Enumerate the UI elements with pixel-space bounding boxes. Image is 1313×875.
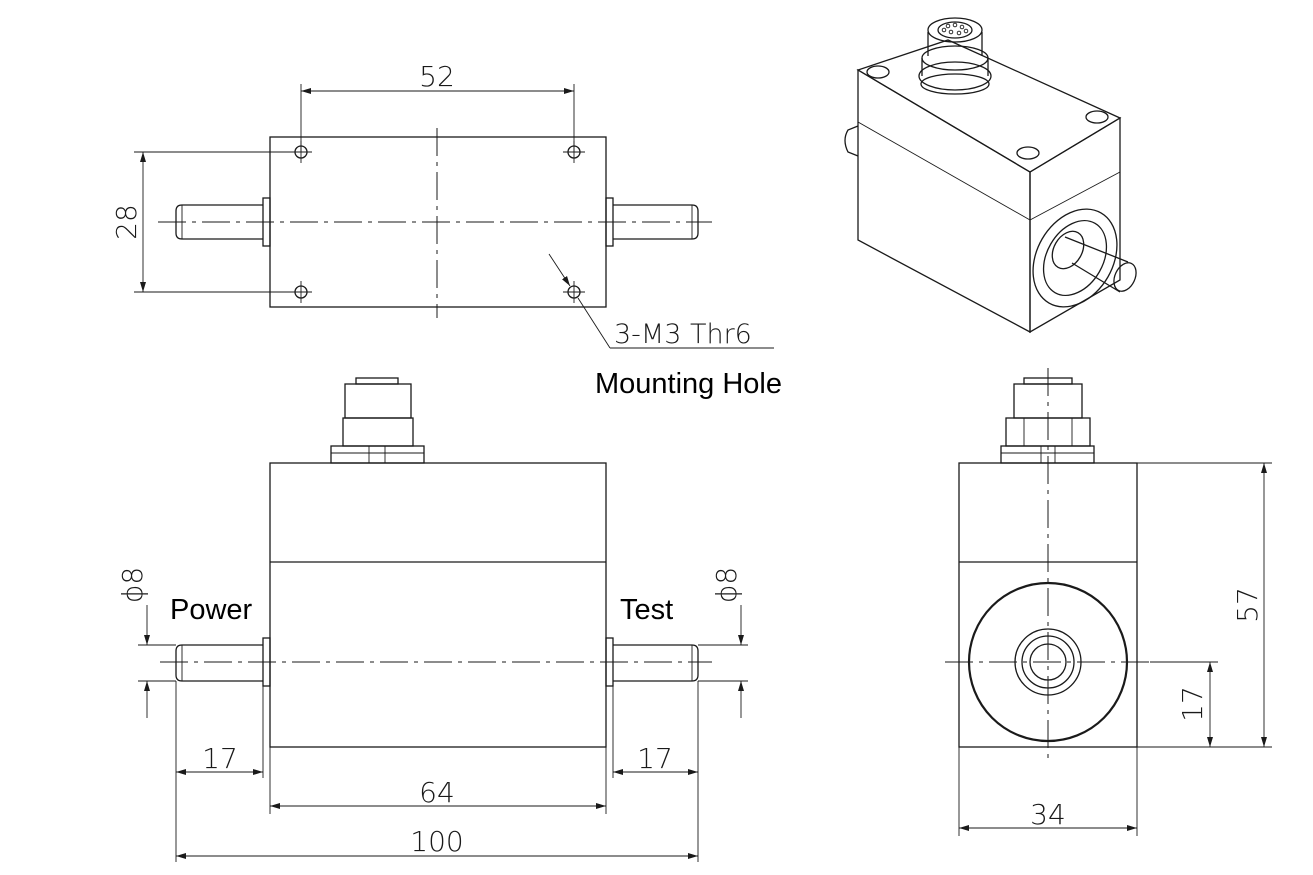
dim-shaft-len-right: 17 bbox=[612, 681, 699, 862]
dim-shaft-dia-left: ϕ8 bbox=[116, 567, 176, 718]
mounting-hole-bottom-right bbox=[563, 281, 585, 303]
dim-overall-length: 100 bbox=[176, 825, 698, 859]
dim-shaft-len-left: 17 bbox=[175, 681, 264, 862]
dim-end-width: 34 bbox=[958, 747, 1138, 836]
dim-shaft-dia-right: ϕ8 bbox=[698, 567, 748, 718]
end-view: 34 57 17 bbox=[945, 368, 1272, 836]
dim-top-width: 28 bbox=[110, 151, 301, 293]
dim-28-text: 28 bbox=[110, 204, 143, 240]
shaft-len-left-text: 17 bbox=[202, 742, 238, 775]
body-length-text: 64 bbox=[419, 776, 455, 809]
front-view: Power Test ϕ8 ϕ8 17 64 bbox=[116, 377, 748, 862]
dim-52-text: 52 bbox=[419, 60, 455, 93]
power-label: Power bbox=[170, 594, 253, 626]
dia-right-text: ϕ8 bbox=[710, 567, 743, 603]
test-label: Test bbox=[620, 594, 673, 626]
dim-shaft-center-height: 17 bbox=[1150, 661, 1218, 747]
iso-left-face bbox=[857, 68, 1031, 334]
iso-right-face bbox=[1029, 116, 1121, 334]
top-view: 52 28 3-M3 Thr6 Mounting Hole bbox=[110, 60, 782, 400]
dim-top-hole-spacing: 52 bbox=[300, 60, 575, 152]
iso-shaft bbox=[1032, 208, 1137, 308]
shaft-center-height-text: 17 bbox=[1176, 686, 1209, 722]
iso-top-face bbox=[856, 39, 1122, 173]
mounting-hole-label: Mounting Hole bbox=[595, 368, 782, 400]
front-view-connector bbox=[330, 377, 425, 464]
dim-end-height: 57 bbox=[1137, 462, 1272, 748]
dim-body-length: 64 bbox=[269, 747, 607, 814]
end-width-text: 34 bbox=[1030, 798, 1066, 831]
overall-length-text: 100 bbox=[410, 825, 463, 858]
dia-left-text: ϕ8 bbox=[116, 567, 149, 603]
end-height-text: 57 bbox=[1231, 587, 1264, 623]
hole-leader: 3-M3 Thr6 Mounting Hole bbox=[548, 253, 782, 400]
iso-connector bbox=[918, 17, 992, 95]
hole-spec-text: 3-M3 Thr6 bbox=[614, 319, 752, 350]
front-view-body bbox=[269, 462, 607, 748]
shaft-len-right-text: 17 bbox=[637, 742, 673, 775]
isometric-view bbox=[844, 17, 1137, 334]
